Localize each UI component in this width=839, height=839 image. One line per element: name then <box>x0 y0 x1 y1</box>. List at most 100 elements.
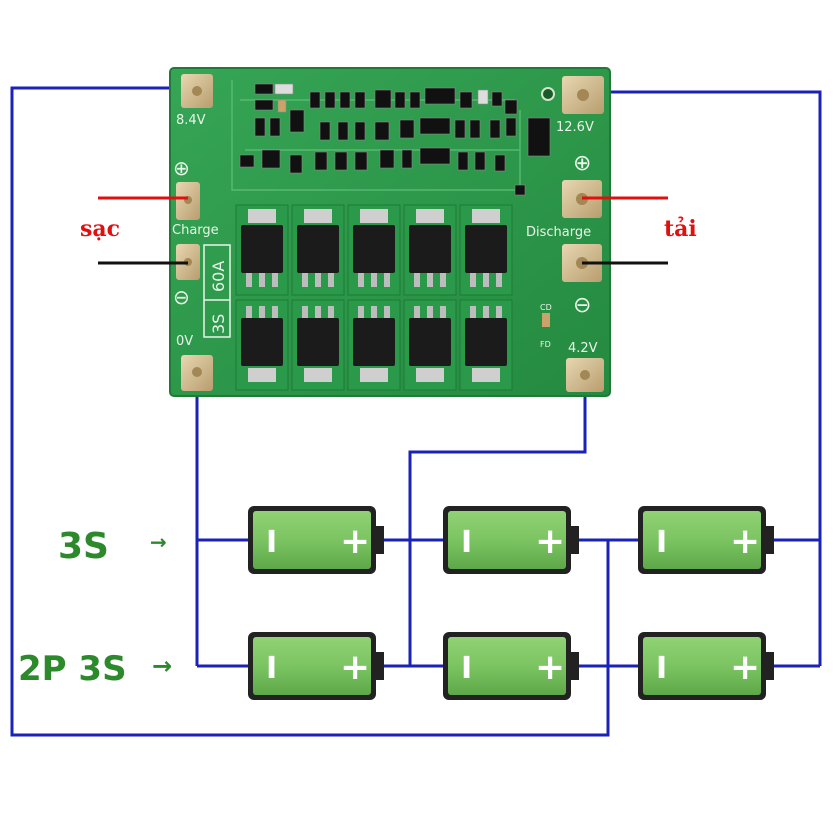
mosfet-tab <box>304 368 332 382</box>
label-row-2p3s: 2P 3S <box>18 649 127 689</box>
mosfet-leg <box>496 306 502 320</box>
smd-part <box>489 119 501 139</box>
smd-part <box>289 109 305 133</box>
label-charge: Charge <box>172 223 219 238</box>
mosfet-leg <box>358 273 364 287</box>
mosfet-leg <box>440 273 446 287</box>
mosfet-body <box>297 225 339 273</box>
label-fd: FD <box>540 340 551 349</box>
mosfet-leg <box>384 306 390 320</box>
mosfet-leg <box>414 273 420 287</box>
smd-part <box>494 154 506 172</box>
wire-8v4 <box>10 86 610 737</box>
mosfet-array <box>235 204 513 391</box>
mosfet-leg <box>315 273 321 287</box>
mosfet-leg <box>440 306 446 320</box>
smd-part <box>261 149 281 169</box>
wiring <box>10 86 822 737</box>
battery-body <box>253 637 371 695</box>
mosfet-body <box>353 318 395 366</box>
mosfet-leg <box>371 306 377 320</box>
mosfet-leg <box>272 273 278 287</box>
mosfet-tab <box>248 368 276 382</box>
wire-4v2 <box>408 380 587 666</box>
battery-minus-mark: I <box>266 651 277 686</box>
mosfet-tab <box>472 368 500 382</box>
mosfet-tab <box>248 209 276 223</box>
mosfet-tab <box>304 209 332 223</box>
smd-part <box>504 99 518 115</box>
mosfet-body <box>241 225 283 273</box>
smd-part <box>354 91 366 109</box>
smd-part <box>309 91 321 109</box>
battery-minus-mark: I <box>656 651 667 686</box>
wire-12v6 <box>590 90 822 540</box>
smd-part <box>354 121 366 141</box>
smd-part <box>505 117 517 137</box>
smd-part <box>514 184 526 196</box>
mosfet <box>459 299 513 391</box>
battery-minus-mark: I <box>656 525 667 560</box>
mosfet-leg <box>427 273 433 287</box>
battery-terminal <box>766 526 774 554</box>
smd-part <box>324 91 336 109</box>
pad-4v2 <box>566 358 604 392</box>
arrow-row-3s: → <box>150 530 167 554</box>
battery-cell: I+ <box>443 632 579 700</box>
smd-part <box>354 151 368 171</box>
smd-part <box>469 119 481 139</box>
battery-terminal <box>376 652 384 680</box>
smd-part <box>454 119 466 139</box>
mosfet-leg <box>483 306 489 320</box>
smd-part <box>339 91 351 109</box>
battery-body <box>643 511 761 569</box>
smd-part <box>527 117 551 157</box>
smd-part <box>409 91 421 109</box>
minus-charge: ⊖ <box>173 285 190 309</box>
battery-cell: I+ <box>443 506 579 574</box>
plus-charge: ⊕ <box>173 156 190 180</box>
smd-part <box>239 154 255 168</box>
mosfet-leg <box>496 273 502 287</box>
smd-part <box>491 91 503 107</box>
battery-terminal <box>571 526 579 554</box>
mosfet-leg <box>328 306 334 320</box>
smd-part <box>374 89 392 109</box>
mosfet-leg <box>259 306 265 320</box>
mosfet-body <box>297 318 339 366</box>
smd-part <box>399 119 415 139</box>
battery-plus-mark: + <box>730 521 760 562</box>
label-8v4: 8.4V <box>176 113 206 128</box>
smd-part <box>269 117 281 137</box>
mosfet-body <box>465 225 507 273</box>
mosfet <box>235 204 289 296</box>
mosfet-leg <box>371 273 377 287</box>
mosfet-leg <box>259 273 265 287</box>
mosfet <box>291 299 345 391</box>
smd-part <box>457 151 469 171</box>
battery-body <box>253 511 371 569</box>
pad-12v6 <box>562 76 604 114</box>
label-cd: CD <box>540 303 552 312</box>
pad-charge-plus <box>176 182 200 220</box>
smd-part <box>459 91 473 109</box>
mount-hole <box>541 87 555 101</box>
label-0v: 0V <box>176 334 193 349</box>
battery-terminal <box>571 652 579 680</box>
rating-box: 3S 60A <box>203 244 231 338</box>
battery-grid: I+I+I+I+I+I+ <box>248 506 774 700</box>
mosfet-tab <box>416 209 444 223</box>
mosfet-leg <box>328 273 334 287</box>
mosfet <box>291 204 345 296</box>
mosfet-leg <box>302 306 308 320</box>
mosfet-body <box>353 225 395 273</box>
minus-discharge: ⊖ <box>573 293 591 318</box>
mosfet-leg <box>315 306 321 320</box>
mosfet <box>235 299 289 391</box>
mosfet-body <box>241 318 283 366</box>
smd-part <box>474 151 486 171</box>
mosfet-leg <box>384 273 390 287</box>
mosfet-leg <box>427 306 433 320</box>
battery-plus-mark: + <box>340 647 370 688</box>
